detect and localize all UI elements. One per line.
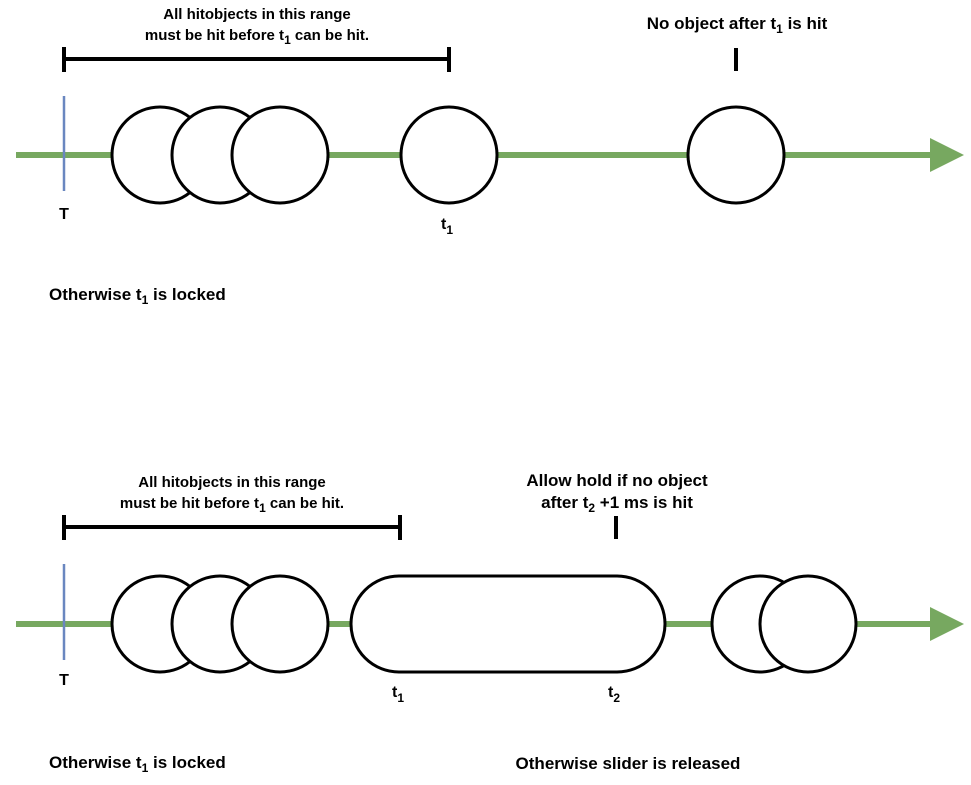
top-range-bracket	[62, 47, 451, 72]
top-t1-label: t1	[441, 216, 453, 237]
bottom-range-note-line2: must be hit before t1 can be hit.	[120, 495, 344, 515]
bottom-range-bracket	[62, 515, 402, 540]
top-hit-circle-3	[230, 105, 330, 205]
top-hit-circle-t1	[399, 105, 499, 205]
top-locked-note: Otherwise t1 is locked	[49, 285, 226, 307]
top-start-label: T	[59, 206, 69, 223]
bottom-t1-label: t1	[392, 684, 404, 705]
bottom-diagram: All hitobjects in this range must be hit…	[16, 471, 964, 775]
top-after-note: No object after t1 is hit	[647, 14, 828, 36]
top-range-note-line2: must be hit before t1 can be hit.	[145, 27, 369, 47]
top-hit-circle-after	[686, 105, 786, 205]
bottom-slider	[349, 574, 667, 674]
bottom-range-note-line1: All hitobjects in this range	[138, 474, 326, 491]
bottom-hit-circle-after-2	[758, 574, 858, 674]
bottom-locked-note: Otherwise t1 is locked	[49, 753, 226, 775]
bottom-hold-note-line1: Allow hold if no object	[526, 471, 708, 490]
bottom-hit-circle-3	[230, 574, 330, 674]
bottom-released-note: Otherwise slider is released	[516, 754, 741, 773]
bottom-t2-label: t2	[608, 684, 620, 705]
bottom-timeline-arrowhead	[930, 607, 964, 641]
top-timeline-arrowhead	[930, 138, 964, 172]
bottom-start-label: T	[59, 672, 69, 689]
top-range-note-line1: All hitobjects in this range	[163, 6, 351, 23]
bottom-hold-note-line2: after t2 +1 ms is hit	[541, 493, 693, 515]
top-diagram: All hitobjects in this range must be hit…	[16, 6, 964, 307]
